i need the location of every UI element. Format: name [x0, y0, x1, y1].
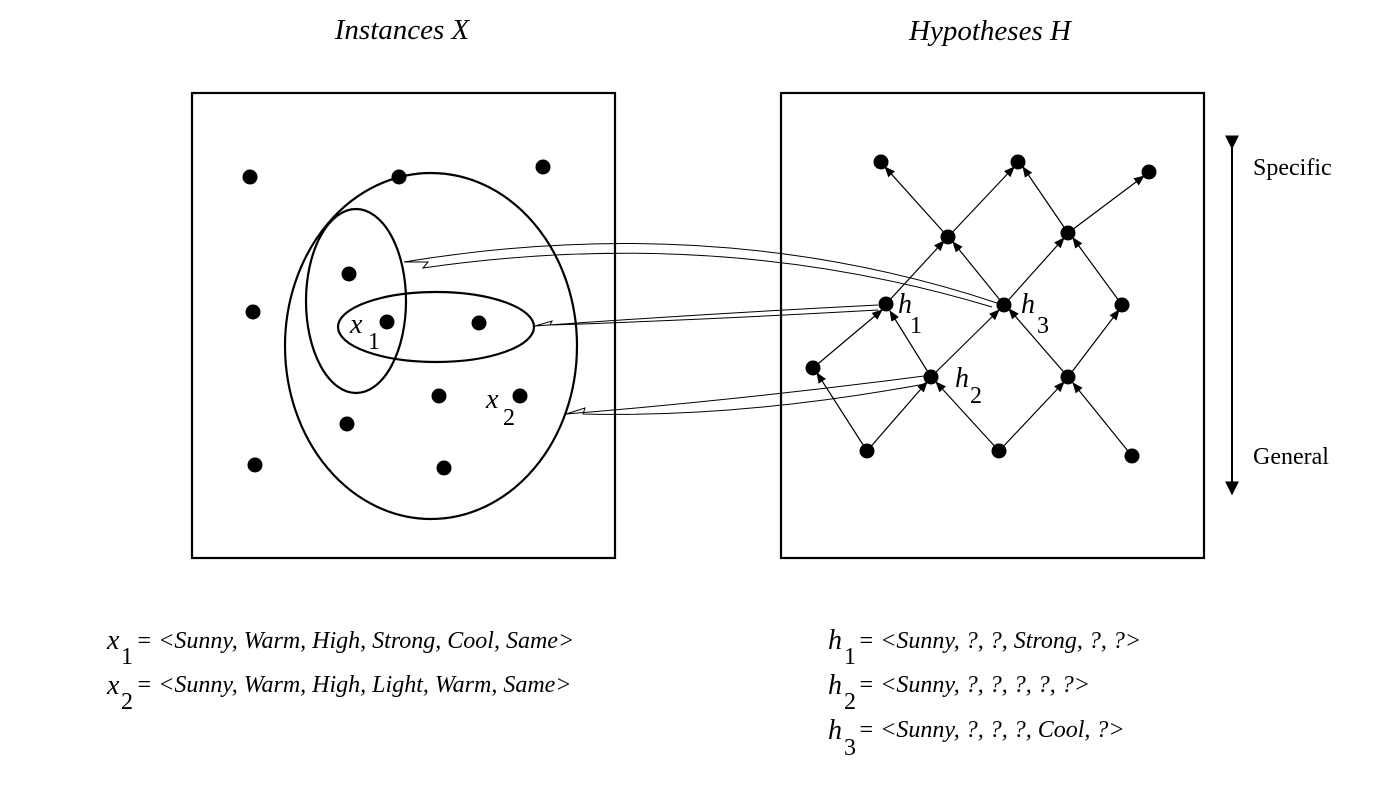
def-x1-sub: 1 — [121, 644, 133, 670]
instance-point — [341, 266, 357, 282]
lattice-edge — [998, 381, 1065, 452]
def-x2-sub: 2 — [121, 689, 133, 715]
instance-points — [242, 159, 551, 476]
def-x2-value: = <Sunny, Warm, High, Light, Warm, Same> — [136, 672, 572, 698]
lattice-edge — [1072, 382, 1133, 457]
h1-to-set-link — [534, 304, 879, 327]
hypothesis-node — [805, 360, 821, 376]
hypothesis-node — [873, 154, 889, 170]
h3-label: h — [1021, 289, 1035, 320]
instance-point — [391, 169, 407, 185]
lattice-edge — [812, 309, 883, 369]
def-h1-value: = <Sunny, ?, ?, Strong, ?, ?> — [858, 628, 1141, 654]
hypothesis-nodes — [805, 154, 1157, 464]
h3-subscript: 3 — [1037, 313, 1049, 339]
lattice-edge — [930, 309, 1000, 378]
def-x1-value: = <Sunny, Warm, High, Strong, Cool, Same… — [136, 628, 574, 654]
lattice-edge — [1008, 308, 1069, 378]
def-x1-var: x — [106, 625, 120, 656]
hypothesis-definitions: h 1 = <Sunny, ?, ?, Strong, ?, ?> h 2 = … — [828, 625, 1141, 761]
hypothesis-node-h3 — [996, 297, 1012, 313]
hypothesis-node — [1010, 154, 1026, 170]
instances-title: Instances X — [334, 14, 471, 46]
def-h2-value: = <Sunny, ?, ?, ?, ?, ?> — [858, 672, 1090, 698]
lattice-edge — [1067, 309, 1120, 378]
lattice-edge — [1022, 166, 1069, 234]
axis-top-label: Specific — [1253, 155, 1332, 181]
instances-box — [190, 91, 617, 560]
lattice-edge — [952, 241, 1005, 306]
hypothesis-node — [1114, 297, 1130, 313]
axis-bottom-label: General — [1253, 444, 1329, 470]
instance-point — [535, 159, 551, 175]
hypothesis-node — [859, 443, 875, 459]
x1-label: x — [349, 309, 363, 340]
instance-point — [431, 388, 447, 404]
x2-label: x — [485, 384, 499, 415]
def-h2-sub: 2 — [844, 689, 856, 715]
lattice-edge — [935, 381, 1000, 452]
h3-instance-set — [304, 207, 408, 395]
hypotheses-box — [779, 91, 1206, 560]
def-x2-var: x — [106, 670, 120, 701]
hypothesis-node — [1060, 225, 1076, 241]
def-h3-var: h — [828, 715, 842, 746]
lattice-edge — [866, 381, 928, 452]
instance-point-x2 — [512, 388, 528, 404]
lattice-edge — [885, 240, 945, 305]
lattice-edge — [1072, 237, 1123, 306]
def-h2-var: h — [828, 670, 842, 701]
lattice-edges — [812, 166, 1145, 457]
def-h1-var: h — [828, 625, 842, 656]
lattice-edge — [884, 166, 949, 238]
x2-subscript: 2 — [503, 405, 515, 431]
h2-subscript: 2 — [970, 383, 982, 409]
lattice-edge — [1003, 237, 1065, 306]
h2-label: h — [955, 363, 969, 394]
h1-subscript: 1 — [910, 313, 922, 339]
instance-point — [339, 416, 355, 432]
instance-point — [242, 169, 258, 185]
hypothesis-node — [940, 229, 956, 245]
instance-point-x1 — [379, 314, 395, 330]
h1-instance-set — [336, 290, 536, 364]
x1-subscript: 1 — [368, 329, 380, 355]
hypotheses-title: Hypotheses H — [908, 15, 1073, 47]
hypothesis-instance-links — [403, 242, 1001, 415]
instance-point — [436, 460, 452, 476]
h3-to-set-link — [403, 242, 1001, 308]
instance-point — [471, 315, 487, 331]
h2-instance-set — [283, 171, 579, 521]
def-h3-sub: 3 — [844, 735, 856, 761]
hypothesis-node-h2 — [923, 369, 939, 385]
h1-label: h — [898, 289, 912, 320]
h2-to-set-link — [565, 375, 926, 415]
lattice-edge — [1067, 175, 1145, 234]
instance-point — [245, 304, 261, 320]
hypothesis-node — [1060, 369, 1076, 385]
instance-definitions: x 1 = <Sunny, Warm, High, Strong, Cool, … — [106, 625, 574, 715]
hypothesis-node — [1141, 164, 1157, 180]
lattice-edge — [947, 166, 1015, 238]
instance-point — [247, 457, 263, 473]
lattice-edge — [889, 310, 932, 378]
hypothesis-node-h1 — [878, 296, 894, 312]
hypothesis-node — [1124, 448, 1140, 464]
lattice-edge — [816, 372, 868, 452]
def-h1-sub: 1 — [844, 644, 856, 670]
hypothesis-node — [991, 443, 1007, 459]
def-h3-value: = <Sunny, ?, ?, ?, Cool, ?> — [858, 717, 1125, 743]
